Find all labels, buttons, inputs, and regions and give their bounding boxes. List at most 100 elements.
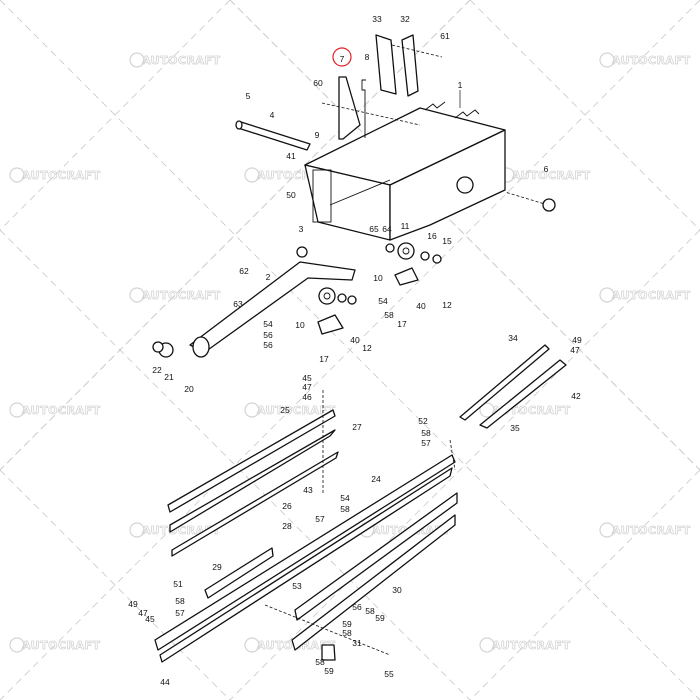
callout-26: 26 bbox=[282, 501, 292, 511]
callout-8: 8 bbox=[365, 52, 370, 62]
pin-4 bbox=[235, 120, 311, 151]
callout-54: 54 bbox=[263, 319, 273, 329]
callout-25: 25 bbox=[280, 405, 290, 415]
callout-2: 2 bbox=[266, 272, 271, 282]
autocraft-watermark: AUTOCRAFT bbox=[244, 402, 336, 418]
callout-17: 17 bbox=[319, 354, 329, 364]
callout-10: 10 bbox=[373, 273, 383, 283]
callout-4: 4 bbox=[270, 110, 275, 120]
main-frame bbox=[304, 90, 506, 241]
callout-49: 49 bbox=[128, 599, 138, 609]
callout-5: 5 bbox=[246, 91, 251, 101]
callout-16: 16 bbox=[427, 231, 437, 241]
svg-text:AUTOCRAFT: AUTOCRAFT bbox=[612, 289, 691, 302]
rollers bbox=[317, 242, 442, 335]
callout-64: 64 bbox=[382, 224, 392, 234]
callout-58: 58 bbox=[342, 628, 352, 638]
callout-59: 59 bbox=[342, 619, 352, 629]
callout-58: 58 bbox=[384, 310, 394, 320]
svg-text:AUTOCRAFT: AUTOCRAFT bbox=[612, 54, 691, 67]
knob-6 bbox=[542, 198, 556, 212]
callout-20: 20 bbox=[184, 384, 194, 394]
callout-40: 40 bbox=[350, 335, 360, 345]
watermarks: AUTOCRAFT AUTOCRAFT AUTOCRAFT AUTOCRAFT AUTO… bbox=[9, 52, 691, 653]
callout-3: 3 bbox=[299, 224, 304, 234]
autocraft-watermark: AUTOCRAFT bbox=[129, 287, 221, 303]
callout-22: 22 bbox=[152, 365, 162, 375]
svg-text:AUTOCRAFT: AUTOCRAFT bbox=[22, 404, 101, 417]
callout-58: 58 bbox=[421, 428, 431, 438]
callout-58: 58 bbox=[315, 657, 325, 667]
svg-text:AUTOCRAFT: AUTOCRAFT bbox=[492, 639, 571, 652]
callout-12: 12 bbox=[362, 343, 372, 353]
callout-17: 17 bbox=[397, 319, 407, 329]
callout-53: 53 bbox=[292, 581, 302, 591]
arm-2 bbox=[152, 246, 356, 358]
svg-text:AUTOCRAFT: AUTOCRAFT bbox=[22, 639, 101, 652]
callout-51: 51 bbox=[173, 579, 183, 589]
callout-35: 35 bbox=[510, 423, 520, 433]
callout-54: 54 bbox=[340, 493, 350, 503]
callout-57: 57 bbox=[315, 514, 325, 524]
callout-58: 58 bbox=[175, 596, 185, 606]
callout-47: 47 bbox=[138, 608, 148, 618]
slide-rails bbox=[154, 344, 567, 663]
callout-63: 63 bbox=[233, 299, 243, 309]
callout-57: 57 bbox=[175, 608, 185, 618]
svg-text:AUTOCRAFT: AUTOCRAFT bbox=[512, 169, 591, 182]
svg-text:AUTOCRAFT: AUTOCRAFT bbox=[142, 289, 221, 302]
callout-27: 27 bbox=[352, 422, 362, 432]
autocraft-watermark: AUTOCRAFT bbox=[599, 522, 691, 538]
callout-15: 15 bbox=[442, 236, 452, 246]
callout-28: 28 bbox=[282, 521, 292, 531]
callout-29: 29 bbox=[212, 562, 222, 572]
autocraft-watermark: AUTOCRAFT bbox=[479, 637, 571, 653]
callout-32: 32 bbox=[400, 14, 410, 24]
callout-11: 11 bbox=[401, 221, 410, 231]
callout-34: 34 bbox=[508, 333, 518, 343]
callout-1: 1 bbox=[458, 80, 463, 90]
callout-7: 7 bbox=[340, 54, 345, 64]
svg-text:AUTOCRAFT: AUTOCRAFT bbox=[257, 404, 336, 417]
callout-24: 24 bbox=[371, 474, 381, 484]
callout-52: 52 bbox=[418, 416, 428, 426]
plates-32-33 bbox=[375, 34, 419, 97]
callout-54: 54 bbox=[378, 296, 388, 306]
callout-59: 59 bbox=[375, 613, 385, 623]
callout-10: 10 bbox=[295, 320, 305, 330]
callout-56: 56 bbox=[352, 602, 362, 612]
callout-47: 47 bbox=[570, 345, 580, 355]
bracket-7 bbox=[338, 76, 366, 140]
callout-21: 21 bbox=[164, 372, 174, 382]
svg-text:AUTOCRAFT: AUTOCRAFT bbox=[612, 524, 691, 537]
callout-59: 59 bbox=[324, 666, 334, 676]
autocraft-watermark: AUTOCRAFT bbox=[9, 637, 101, 653]
callout-12: 12 bbox=[442, 300, 452, 310]
autocraft-watermark: AUTOCRAFT bbox=[129, 52, 221, 68]
callout-50: 50 bbox=[286, 190, 296, 200]
callout-43: 43 bbox=[303, 485, 313, 495]
callout-31: 31 bbox=[352, 638, 362, 648]
callout-47: 47 bbox=[302, 382, 312, 392]
autocraft-watermark: AUTOCRAFT bbox=[9, 167, 101, 183]
callout-62: 62 bbox=[239, 266, 249, 276]
svg-text:AUTOCRAFT: AUTOCRAFT bbox=[22, 169, 101, 182]
callout-42: 42 bbox=[571, 391, 581, 401]
autocraft-watermark: AUTOCRAFT bbox=[9, 402, 101, 418]
callout-45: 45 bbox=[302, 373, 312, 383]
callout-49: 49 bbox=[572, 335, 582, 345]
callout-45: 45 bbox=[145, 614, 155, 624]
callout-33: 33 bbox=[372, 14, 382, 24]
callout-44: 44 bbox=[160, 677, 170, 687]
callout-57: 57 bbox=[421, 438, 431, 448]
callout-55: 55 bbox=[384, 669, 394, 679]
highlight-circle bbox=[332, 47, 352, 67]
callout-30: 30 bbox=[392, 585, 402, 595]
svg-text:AUTOCRAFT: AUTOCRAFT bbox=[142, 54, 221, 67]
callout-65: 65 bbox=[369, 224, 379, 234]
callout-9: 9 bbox=[315, 130, 320, 140]
